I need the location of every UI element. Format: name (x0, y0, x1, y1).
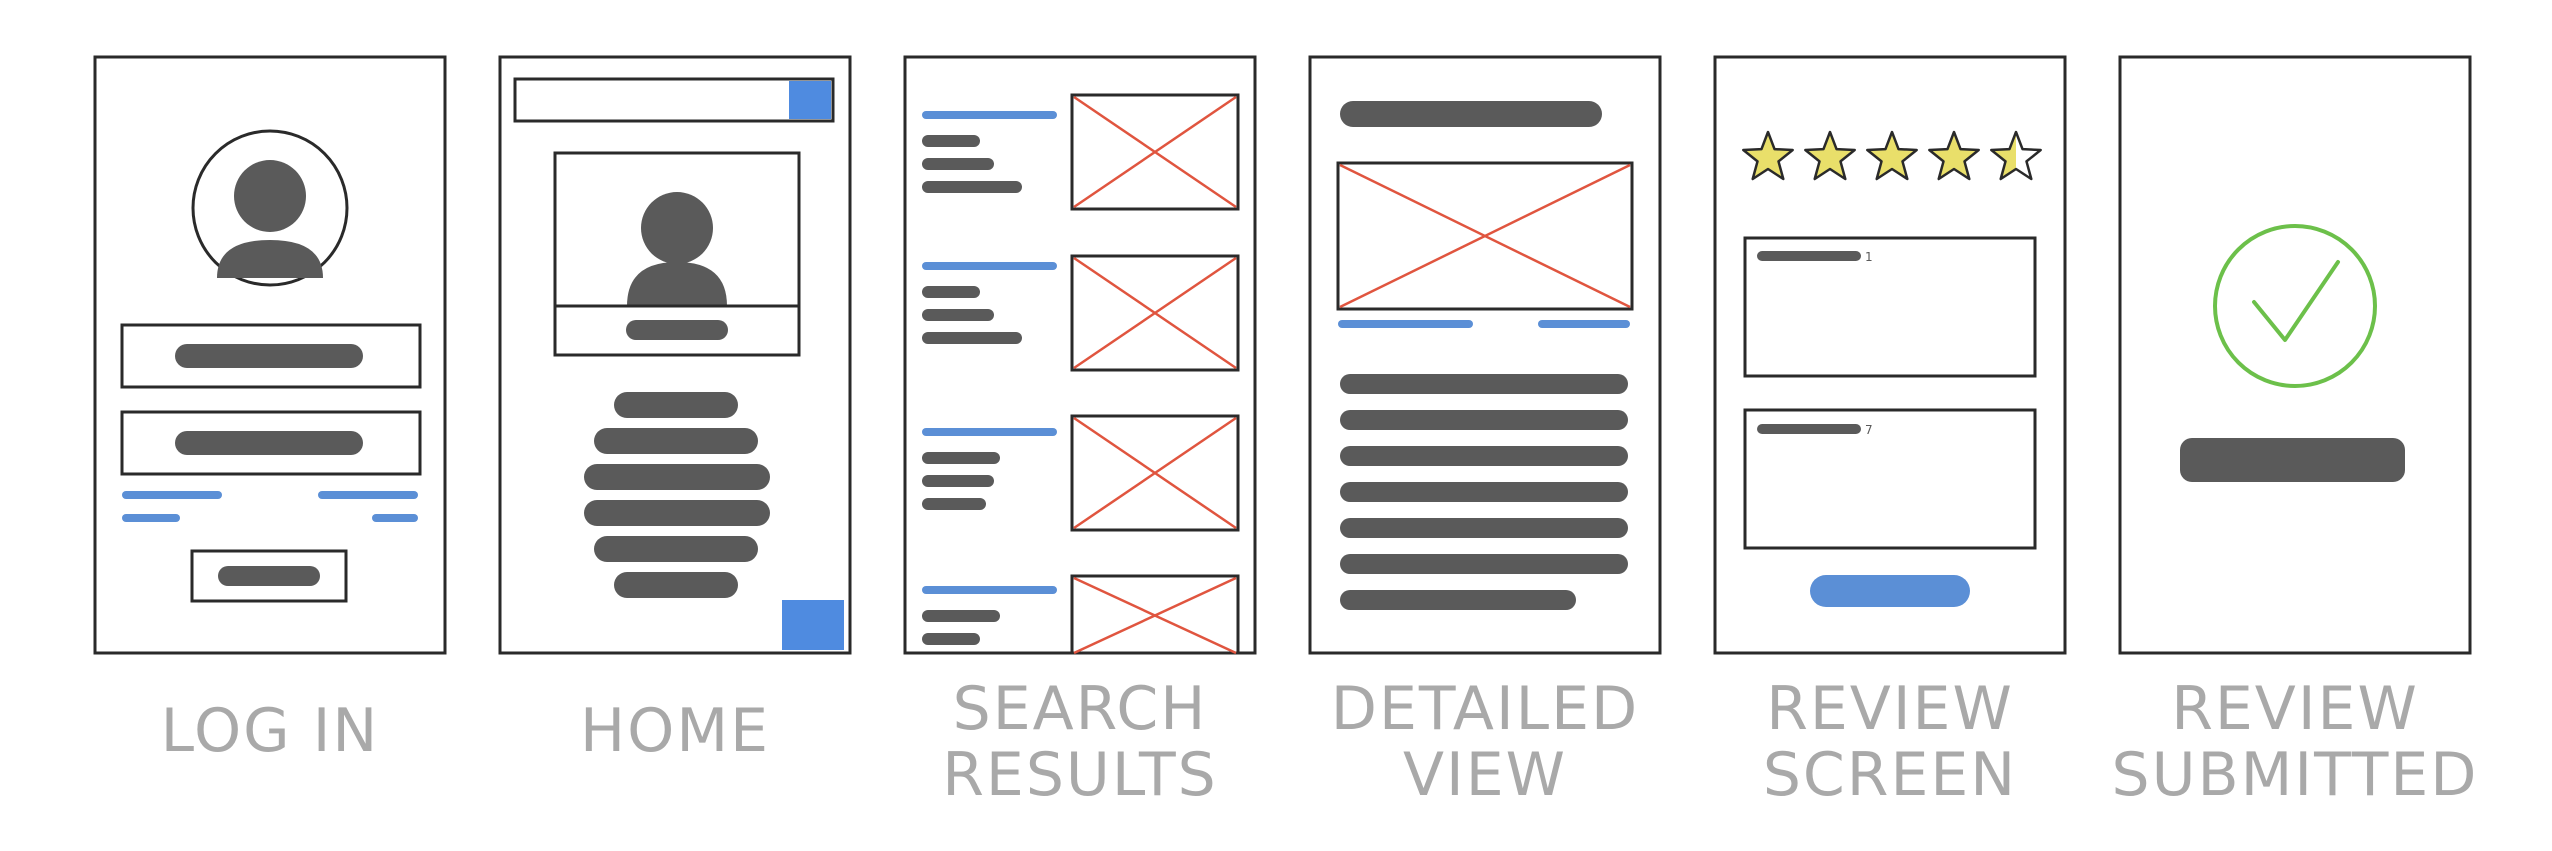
search-button[interactable] (789, 81, 831, 119)
screen-submitted-frame (2118, 55, 2472, 655)
screen-label-line: DETAILED (1330, 674, 1640, 744)
screen-review-submitted (2118, 55, 2472, 655)
screen-review: 1 7 (1713, 55, 2067, 655)
password-field-text (175, 431, 363, 455)
result-item[interactable] (922, 574, 1240, 655)
star-icon[interactable] (1990, 130, 2042, 181)
result-text-line (922, 158, 994, 170)
image-placeholder-icon (1336, 161, 1634, 311)
menu-item[interactable] (584, 500, 770, 526)
result-title-link[interactable] (922, 428, 1057, 436)
result-text-line (922, 475, 994, 487)
star-icon[interactable] (1928, 130, 1980, 181)
star-icon[interactable] (1804, 130, 1856, 181)
review-field-marker: 7 (1865, 423, 1873, 437)
search-bar[interactable] (513, 77, 835, 123)
detail-body-line (1340, 590, 1576, 610)
result-text-line (922, 633, 980, 645)
image-placeholder-icon (1070, 93, 1240, 211)
floating-action-button[interactable] (782, 600, 844, 650)
forgot-password-link[interactable] (122, 491, 222, 499)
help-link[interactable] (122, 514, 180, 522)
result-item[interactable] (922, 254, 1240, 372)
image-placeholder-icon (1070, 254, 1240, 372)
menu-item[interactable] (584, 464, 770, 490)
review-field-marker: 1 (1865, 250, 1873, 264)
result-title-link[interactable] (922, 262, 1057, 270)
confirmation-message (2180, 438, 2405, 482)
menu-item[interactable] (614, 392, 738, 418)
screen-label-login: LOG IN (60, 698, 480, 764)
detail-body-line (1340, 518, 1628, 538)
review-field[interactable] (1743, 408, 2037, 550)
menu-item[interactable] (594, 536, 758, 562)
result-item[interactable] (922, 93, 1240, 211)
detail-body-line (1340, 482, 1628, 502)
screen-label-review-screen: REVIEW SCREEN (1680, 676, 2100, 808)
screen-login (93, 55, 447, 655)
result-text-line (922, 286, 980, 298)
user-avatar-icon (191, 129, 349, 287)
screen-search-results (903, 55, 1257, 655)
screen-detailed-view (1308, 55, 1662, 655)
star-rating[interactable] (1742, 130, 2042, 181)
login-button-label (218, 566, 320, 586)
check-circle-icon (2213, 224, 2377, 388)
detail-body-line (1340, 446, 1628, 466)
user-avatar-icon (627, 192, 727, 306)
remember-me-link[interactable] (372, 514, 418, 522)
result-title-link[interactable] (922, 586, 1057, 594)
sign-up-link[interactable] (318, 491, 418, 499)
detail-meta-link[interactable] (1338, 320, 1473, 328)
review-field-label (1757, 424, 1861, 434)
detail-title (1340, 101, 1602, 127)
result-text-line (922, 309, 994, 321)
profile-card-caption (626, 320, 728, 340)
screen-detail-frame (1308, 55, 1662, 655)
detail-body-line (1340, 374, 1628, 394)
screen-label-line: RESULTS (942, 740, 1218, 810)
screen-label-review-submitted: REVIEW SUBMITTED (2085, 676, 2505, 808)
menu-item[interactable] (614, 572, 738, 598)
detail-body-line (1340, 410, 1628, 430)
star-icon[interactable] (1742, 130, 1794, 181)
result-text-line (922, 498, 986, 510)
screen-label-line: REVIEW (2171, 674, 2419, 744)
result-text-line (922, 332, 1022, 344)
review-field-label (1757, 251, 1861, 261)
star-icon[interactable] (1866, 130, 1918, 181)
screen-label-line: SEARCH (952, 674, 1208, 744)
screen-label-search-results: SEARCH RESULTS (870, 676, 1290, 808)
submit-review-button[interactable] (1810, 575, 1970, 607)
screen-label-line: HOME (579, 696, 771, 766)
screen-label-home: HOME (465, 698, 885, 764)
screen-label-line: SUBMITTED (2111, 740, 2479, 810)
screen-label-line: LOG IN (160, 696, 380, 766)
screen-label-line: REVIEW (1766, 674, 2014, 744)
screen-home (498, 55, 852, 655)
screen-label-line: SCREEN (1762, 740, 2018, 810)
screen-label-line: VIEW (1403, 740, 1567, 810)
detail-meta-link[interactable] (1538, 320, 1630, 328)
result-item[interactable] (922, 414, 1240, 532)
result-text-line (922, 610, 1000, 622)
result-text-line (922, 135, 980, 147)
image-placeholder-icon (1070, 414, 1240, 532)
result-title-link[interactable] (922, 111, 1057, 119)
detail-body-line (1340, 554, 1628, 574)
screen-label-detailed-view: DETAILED VIEW (1275, 676, 1695, 808)
result-text-line (922, 181, 1022, 193)
image-placeholder-icon (1070, 574, 1240, 655)
username-field-text (175, 344, 363, 368)
menu-item[interactable] (594, 428, 758, 454)
result-text-line (922, 452, 1000, 464)
